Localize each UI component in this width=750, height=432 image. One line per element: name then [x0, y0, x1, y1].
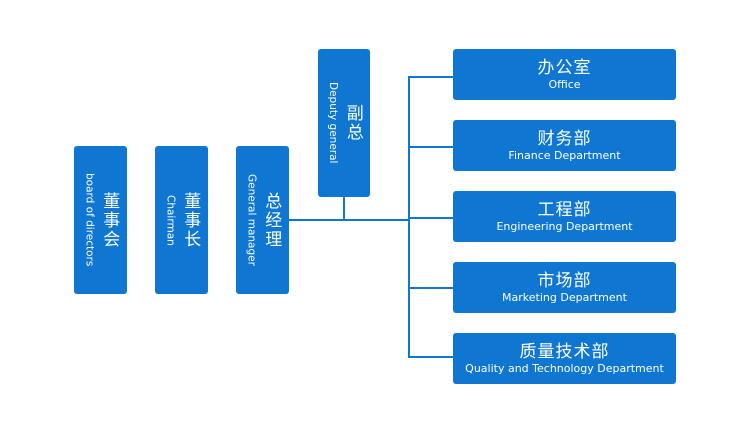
board-en-label: board of directors: [83, 173, 96, 267]
board-zh-label: 董事会: [99, 191, 120, 249]
node-finance-department: 财务部 Finance Department: [453, 120, 676, 171]
marketing-en-label: Marketing Department: [502, 290, 627, 304]
connector-main-horizontal: [289, 219, 410, 221]
quality-en-label: Quality and Technology Department: [465, 361, 664, 375]
quality-zh-label: 质量技术部: [519, 341, 610, 362]
office-zh-label: 办公室: [537, 57, 592, 78]
office-en-label: Office: [548, 77, 581, 91]
general-manager-en-label: General manager: [245, 174, 258, 266]
connector-finance: [408, 146, 453, 148]
connector-quality: [408, 356, 453, 358]
engineering-en-label: Engineering Department: [496, 219, 633, 233]
marketing-zh-label: 市场部: [537, 270, 592, 291]
connector-deputy-vertical: [343, 196, 345, 220]
general-manager-zh-label: 总经理: [261, 191, 282, 249]
node-engineering-department: 工程部 Engineering Department: [453, 191, 676, 242]
connector-engineering: [408, 217, 453, 219]
connector-departments-trunk: [408, 76, 410, 357]
node-general-manager: 总经理 General manager: [236, 146, 289, 294]
connector-office: [408, 76, 453, 78]
deputy-zh-label: 副总: [342, 104, 363, 142]
node-quality-technology-department: 质量技术部 Quality and Technology Department: [453, 333, 676, 384]
engineering-zh-label: 工程部: [537, 199, 592, 220]
chairman-en-label: Chairman: [164, 194, 177, 246]
node-office: 办公室 Office: [453, 49, 676, 100]
node-deputy-general: 副总 Deputy general: [318, 49, 370, 197]
finance-en-label: Finance Department: [508, 148, 621, 162]
node-chairman: 董事长 Chairman: [155, 146, 208, 294]
finance-zh-label: 财务部: [537, 128, 592, 149]
connector-marketing: [408, 287, 453, 289]
node-board-of-directors: 董事会 board of directors: [74, 146, 127, 294]
node-marketing-department: 市场部 Marketing Department: [453, 262, 676, 313]
chairman-zh-label: 董事长: [180, 191, 201, 249]
deputy-en-label: Deputy general: [326, 82, 339, 164]
